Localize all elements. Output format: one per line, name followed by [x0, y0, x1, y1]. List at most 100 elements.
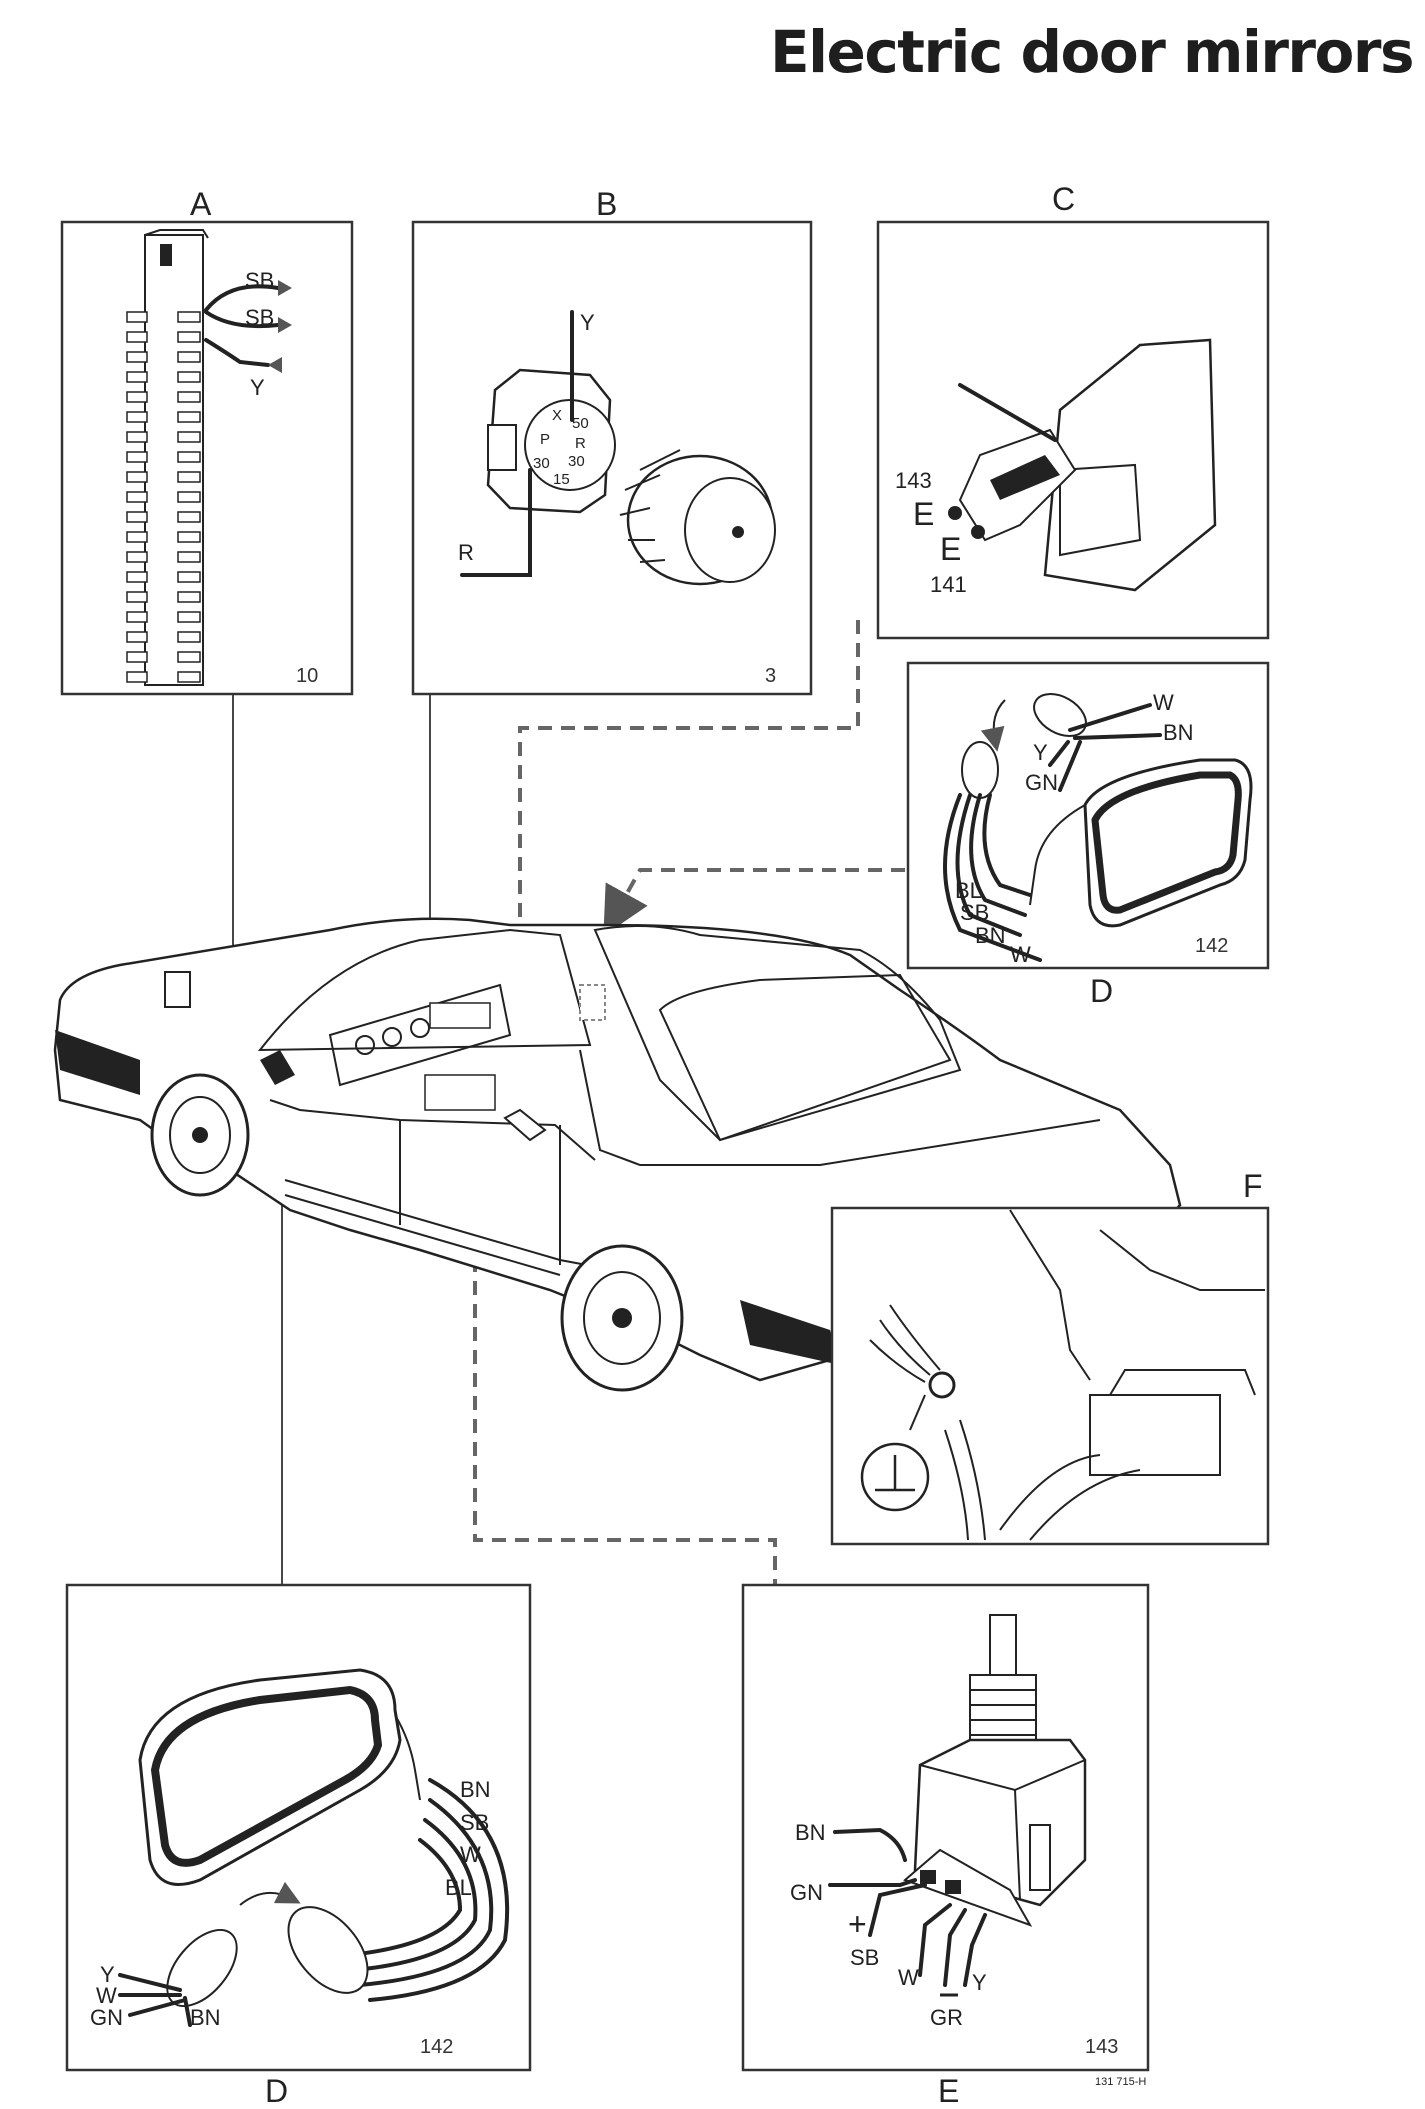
- wire-label-gn: GN: [790, 1880, 823, 1905]
- wire-label-w: W: [1010, 942, 1031, 967]
- wire-label-sb-1: SB: [245, 268, 274, 293]
- wire-label-w: W: [1153, 690, 1174, 715]
- page-title: Electric door mirrors: [770, 18, 1415, 86]
- wire-label-sb: SB: [460, 1810, 489, 1835]
- panel-e-letter: E: [938, 2073, 959, 2109]
- fuse-terminal-left: [126, 671, 148, 683]
- fuse-block-drawing: [126, 229, 209, 686]
- control-switch-drawing: [903, 1614, 1087, 1927]
- fuse-terminal-right: [177, 531, 201, 543]
- wire-label-w: W: [96, 1983, 117, 2008]
- fuse-terminal-right: [177, 331, 201, 343]
- fuse-terminal-left: [126, 651, 148, 663]
- ref-143: 143: [895, 468, 932, 493]
- fuse-terminal-left: [126, 331, 148, 343]
- pin-30-b: 30: [568, 453, 585, 470]
- panel-b-page: 3: [765, 665, 776, 687]
- panel-a: A SB SB Y 10: [60, 186, 354, 696]
- panel-f-letter: F: [1243, 1168, 1263, 1204]
- wire-label-bn: BN: [1163, 720, 1194, 745]
- wire-label-sb: SB: [960, 900, 989, 925]
- panel-d-top-page: 142: [1195, 935, 1228, 957]
- wire-label-w: W: [898, 1965, 919, 1990]
- fuse-terminal-right: [177, 451, 201, 463]
- wire-label-y: Y: [1033, 740, 1048, 765]
- fuse-terminal-right: [177, 471, 201, 483]
- wire-label-bn: BN: [795, 1820, 826, 1845]
- fuse-terminal-left: [126, 591, 148, 603]
- wire-label-gr: GR: [930, 2005, 963, 2030]
- fuse-terminal-right: [177, 651, 201, 663]
- fuse-terminal-right: [177, 491, 201, 503]
- panel-f: F: [830, 1168, 1270, 1546]
- drawing-code: 131 715-H: [1095, 2076, 1146, 2088]
- fuse-terminal-left: [126, 391, 148, 403]
- fuse-terminal-right: [177, 351, 201, 363]
- wire-label-bn: BN: [975, 923, 1006, 948]
- pin-r: R: [575, 435, 586, 452]
- fuse-terminal-right: [177, 591, 201, 603]
- ground-symbol-icon: [860, 1442, 930, 1512]
- wire-label-bn: BN: [190, 2005, 221, 2030]
- fuse-terminal-left: [126, 451, 148, 463]
- fuse-terminal-left: [126, 611, 148, 623]
- fuse-terminal-left: [126, 471, 148, 483]
- pin-x: X: [552, 407, 562, 424]
- panel-d-bottom-page: 142: [420, 2036, 453, 2058]
- fuse-terminal-left: [126, 311, 148, 323]
- fuse-terminal-left: [126, 631, 148, 643]
- fuse-terminal-right: [177, 571, 201, 583]
- panel-e-page: 143: [1085, 2036, 1118, 2058]
- wire-label-y: Y: [250, 375, 265, 400]
- pin-p: P: [540, 431, 550, 448]
- wire-label-bn: BN: [460, 1777, 491, 1802]
- wire-label-sb-2: SB: [245, 305, 274, 330]
- panel-e: BN GN + SB W GR Y 143 E: [741, 1583, 1150, 2109]
- ref-141: 141: [930, 572, 967, 597]
- wire-label-w: W: [460, 1842, 481, 1867]
- fuse-terminal-left: [126, 411, 148, 423]
- pin-15: 15: [553, 471, 570, 488]
- console-drawing: [948, 338, 1217, 592]
- panel-a-letter: A: [190, 186, 212, 222]
- fuse-terminal-right: [177, 611, 201, 623]
- panel-b: B X 50 P R 30 30 15 Y R 3: [411, 186, 813, 696]
- plus-sign: +: [848, 1906, 867, 1942]
- wire-label-r: R: [458, 540, 474, 565]
- panel-a-page: 10: [296, 665, 318, 687]
- fuse-terminal-left: [126, 431, 148, 443]
- panel-d-bottom-letter: D: [265, 2073, 288, 2109]
- ignition-switch-drawing: X 50 P R 30 30 15: [486, 368, 776, 586]
- dashboard-drawing: [164, 971, 606, 1142]
- fuse-terminal-right: [177, 431, 201, 443]
- panel-d-bottom: BN SB W BL Y W GN BN 142 D: [65, 1583, 532, 2109]
- wire-label-bl: BL: [955, 878, 982, 903]
- fuse-terminal-right: [177, 411, 201, 423]
- fuse-terminal-left: [126, 531, 148, 543]
- fuse-terminal-left: [126, 351, 148, 363]
- fuse-terminal-left: [126, 511, 148, 523]
- panel-d-top: W BN Y GN BL SB BN W 142 D: [906, 661, 1270, 1009]
- wire-label-gn: GN: [1025, 770, 1058, 795]
- fuse-terminal-right: [177, 671, 201, 683]
- panel-d-top-letter: D: [1090, 973, 1113, 1009]
- wire-label-sb: SB: [850, 1945, 879, 1970]
- fuse-terminal-right: [177, 391, 201, 403]
- fuse-terminal-right: [177, 631, 201, 643]
- terminal-e-2: E: [940, 531, 961, 567]
- fuse-terminal-right: [177, 511, 201, 523]
- mirror-drawing: [943, 693, 1253, 962]
- panel-b-letter: B: [596, 186, 617, 222]
- fuse-terminal-right: [177, 551, 201, 563]
- engine-bay-drawing: [869, 1209, 1265, 1541]
- wire-label-y: Y: [972, 1970, 987, 1995]
- fuse-terminal-right: [177, 371, 201, 383]
- fuse-terminal-left: [126, 371, 148, 383]
- wire-label-gn: GN: [90, 2005, 123, 2030]
- pin-30-a: 30: [533, 455, 550, 472]
- wire-label-y: Y: [100, 1962, 115, 1987]
- fuse-terminal-left: [126, 551, 148, 563]
- mirror-drawing: [118, 1668, 510, 2027]
- terminal-e-1: E: [913, 496, 934, 532]
